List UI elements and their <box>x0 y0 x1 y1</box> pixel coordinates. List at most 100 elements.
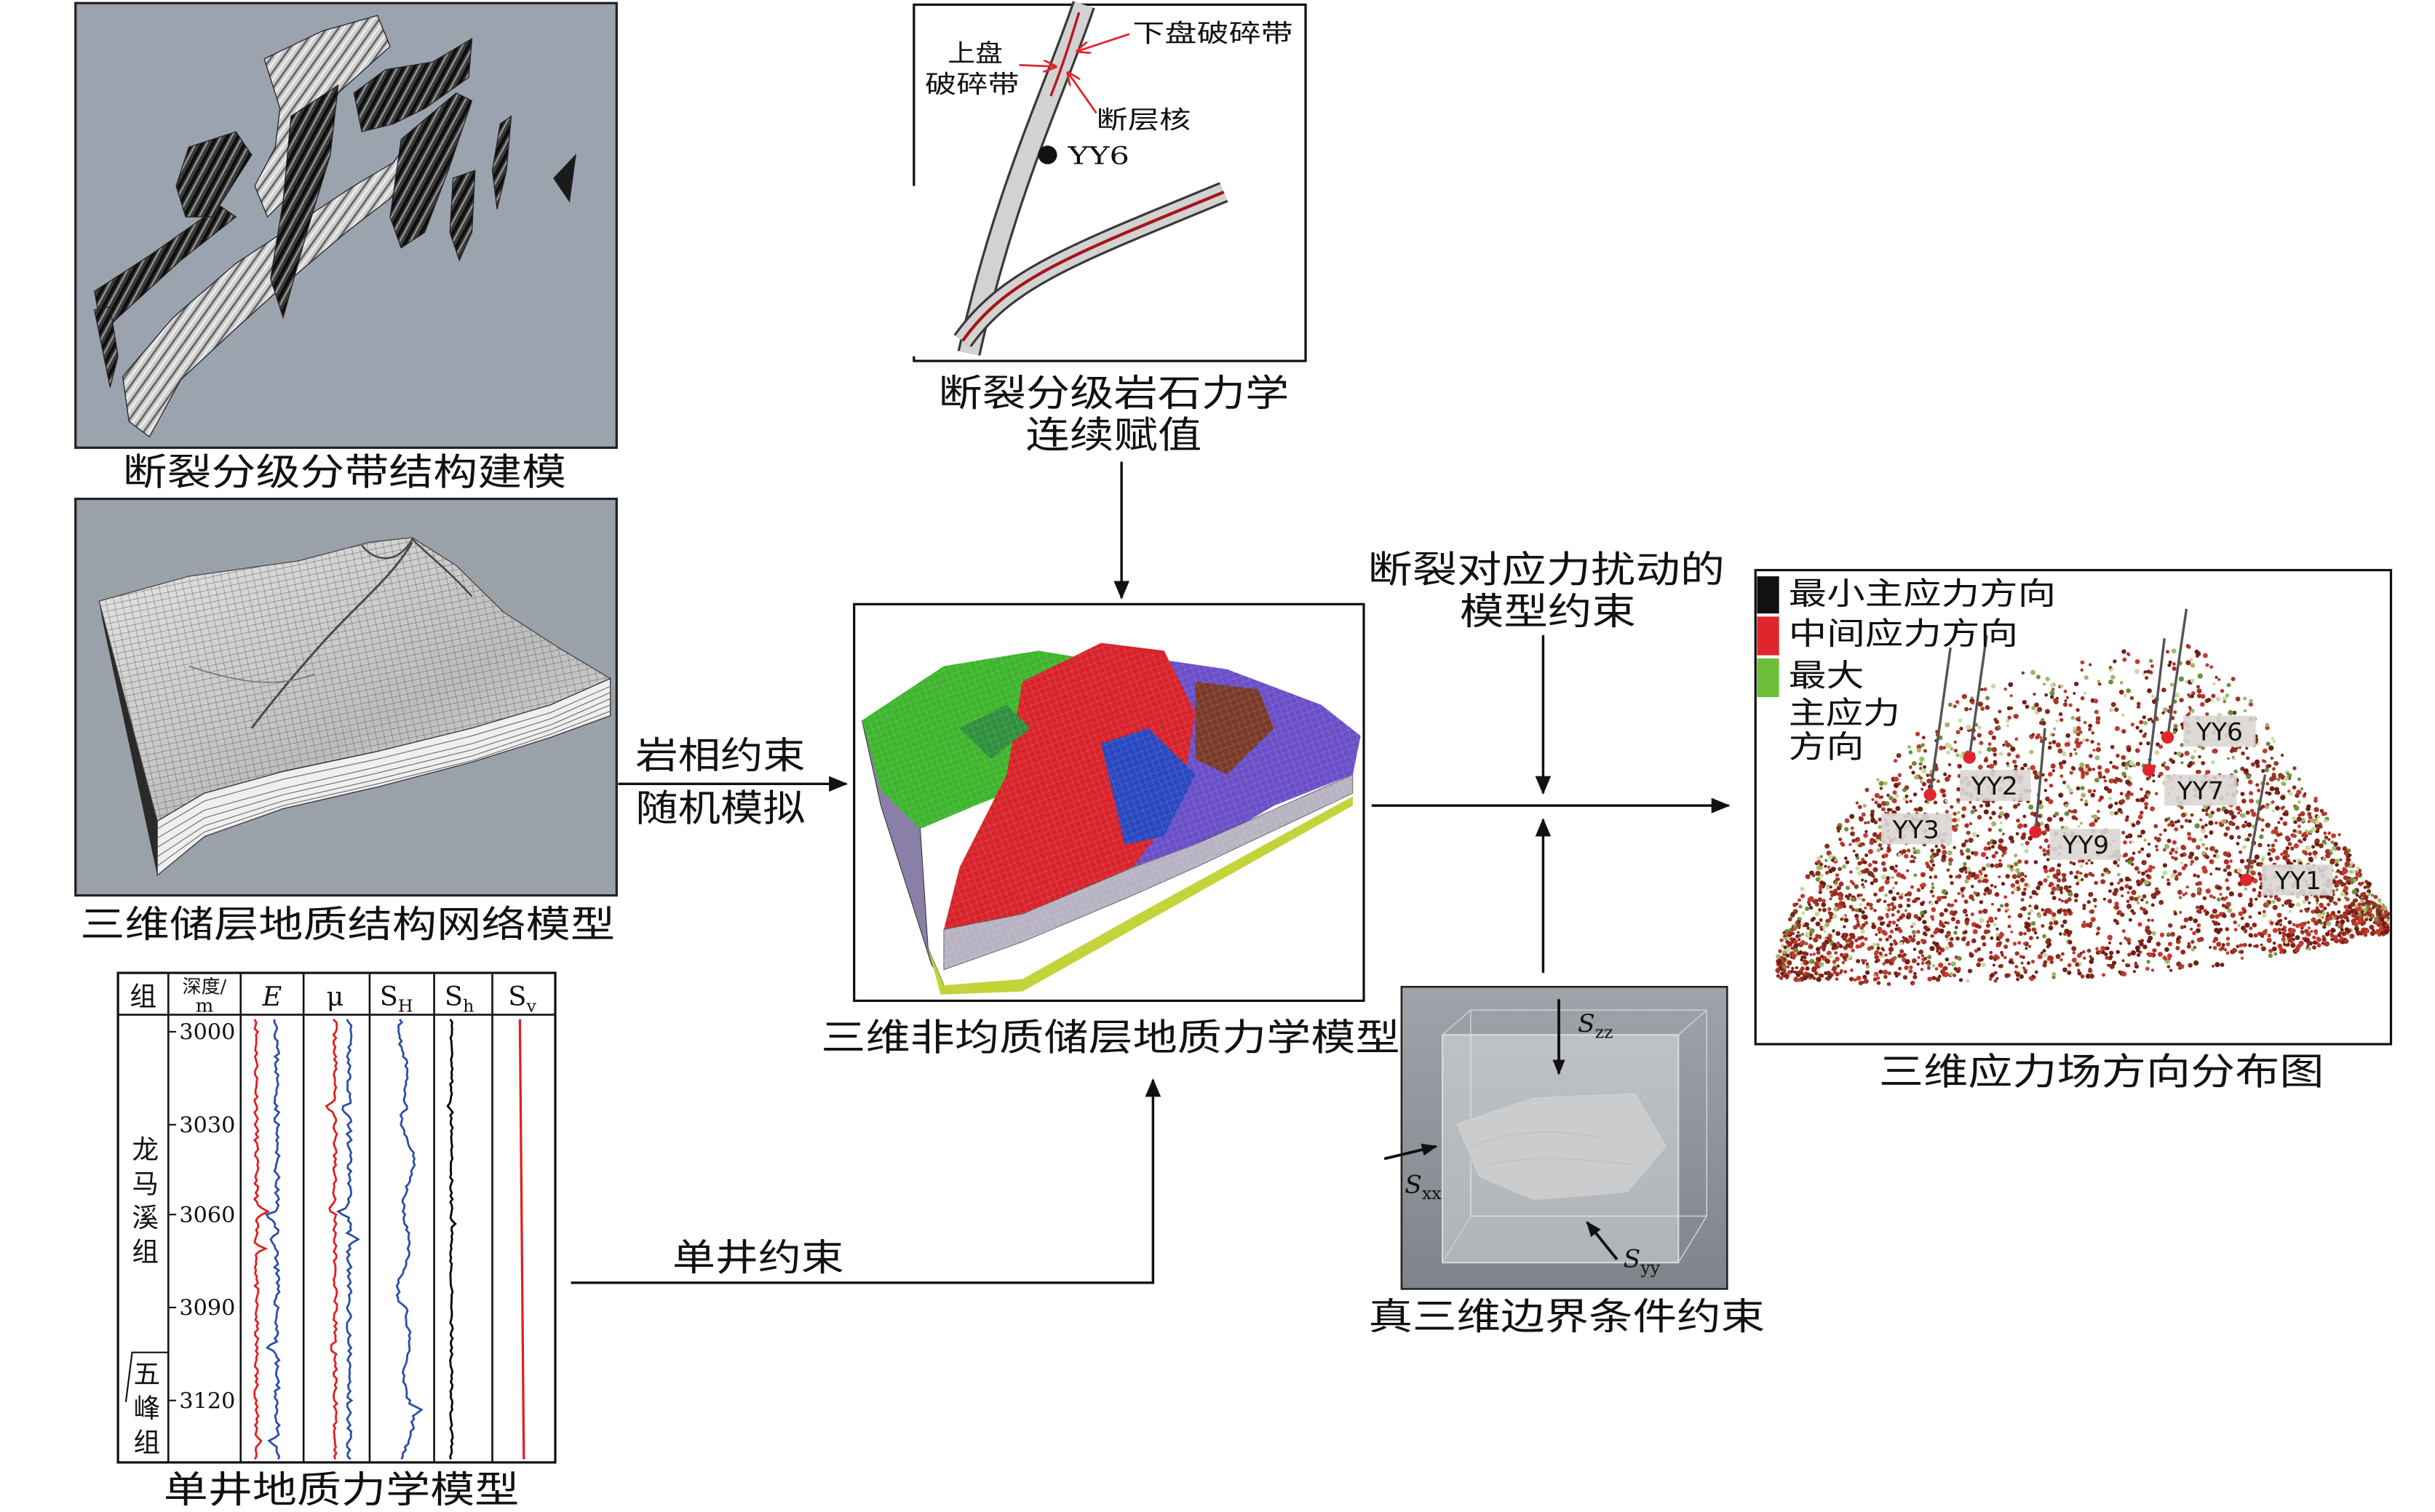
stress-point <box>1960 891 1963 895</box>
stress-point <box>2081 792 2086 798</box>
stress-point <box>2265 822 2271 828</box>
stress-point <box>1857 805 1862 809</box>
stress-point <box>1827 907 1832 912</box>
stress-point <box>2177 889 2182 895</box>
stress-point <box>2271 848 2276 854</box>
stress-point <box>1834 902 1839 907</box>
stress-point <box>1904 909 1907 912</box>
stress-point <box>2081 878 2084 881</box>
stress-point <box>2140 907 2144 910</box>
stress-point <box>2194 856 2199 861</box>
stress-point <box>2088 968 2093 974</box>
stress-point <box>1916 930 1920 934</box>
stress-point <box>2216 897 2221 902</box>
stress-point <box>1880 847 1883 851</box>
stress-point <box>2027 912 2031 916</box>
stress-point <box>2356 906 2361 912</box>
stress-point <box>1947 702 1953 707</box>
stress-point <box>2019 955 2023 958</box>
stress-point <box>2344 927 2349 932</box>
stress-point <box>1917 955 1920 959</box>
stress-point <box>2038 720 2043 725</box>
stress-point <box>1888 795 1894 800</box>
stress-point <box>2188 706 2192 709</box>
stress-point <box>2132 969 2137 974</box>
stress-point <box>2141 859 2147 866</box>
stress-point <box>1921 954 1924 958</box>
stress-point <box>2073 875 2078 880</box>
stress-point <box>2200 701 2205 707</box>
stress-point <box>2349 934 2355 939</box>
geomech-model-panel: 三维非均质储层地质力学模型 <box>821 602 1400 1059</box>
stress-point <box>2303 837 2307 842</box>
stress-point <box>2045 677 2050 682</box>
legend-swatch-min <box>1757 576 1779 614</box>
stress-point <box>2261 858 2265 862</box>
stress-point <box>1793 926 1798 930</box>
stress-point <box>2137 701 2141 706</box>
stress-point <box>1965 848 1971 854</box>
stress-point <box>2228 709 2233 715</box>
stress-point <box>1843 956 1846 960</box>
stress-point <box>2276 912 2282 918</box>
stress-point <box>2268 745 2274 751</box>
stress-point <box>2261 804 2265 809</box>
stress-point <box>2191 761 2196 765</box>
stress-point <box>2292 938 2295 942</box>
stress-point <box>2022 823 2027 828</box>
stress-point <box>2243 696 2247 701</box>
stress-point <box>1944 921 1947 925</box>
stress-point <box>1929 946 1935 952</box>
stress-point <box>2043 838 2049 843</box>
stress-point <box>2140 797 2145 803</box>
syy-arrow <box>1586 1221 1618 1261</box>
stress-point <box>2201 828 2206 834</box>
stress-point <box>1949 936 1954 942</box>
stress-point <box>1947 763 1952 767</box>
stress-point <box>2231 815 2235 819</box>
stress-point <box>2088 663 2092 667</box>
stress-point <box>1861 883 1864 887</box>
stress-point <box>2030 811 2035 816</box>
stress-point <box>1822 899 1826 903</box>
stress-point <box>2192 931 2196 936</box>
stress-point <box>1832 929 1835 933</box>
depth-header: 深度/ <box>183 976 227 998</box>
stress-point <box>2210 760 2215 765</box>
stress-point <box>2137 939 2141 943</box>
stress-point <box>1784 936 1788 941</box>
stress-point <box>1902 875 1907 880</box>
hanging-wall-pointer <box>1019 65 1056 66</box>
stress-point <box>1878 824 1883 829</box>
stress-point <box>1945 799 1949 803</box>
stress-point <box>2134 748 2140 753</box>
stress-point <box>2250 870 2256 876</box>
stress-point <box>2199 818 2203 821</box>
stress-point <box>2292 834 2297 838</box>
stress-point <box>1939 921 1945 927</box>
stress-point <box>1979 918 1985 923</box>
stress-point <box>2062 919 2067 924</box>
stress-point <box>1858 896 1862 901</box>
stress-point <box>2223 948 2228 952</box>
stress-point <box>1993 923 1997 927</box>
fault-zone-panel: 上盘 破碎带 下盘破碎带 断层核 YY6 断裂分级岩石力学 连续赋值 <box>912 1 1307 457</box>
stress-point <box>1957 763 1963 769</box>
stress-point <box>1894 881 1898 885</box>
stress-point <box>2236 805 2241 811</box>
stress-point <box>2272 767 2276 771</box>
stress-point <box>2061 751 2067 757</box>
stress-point <box>2034 702 2039 707</box>
stress-point <box>2353 915 2359 921</box>
stress-point <box>2340 891 2345 897</box>
stress-point <box>2022 814 2027 819</box>
stress-point <box>2121 755 2126 760</box>
stress-point <box>1846 943 1851 948</box>
stress-point <box>2286 854 2290 858</box>
stress-point <box>2013 862 2019 867</box>
stress-point <box>1854 853 1859 858</box>
stress-point <box>1958 867 1964 872</box>
stress-point <box>2190 755 2196 760</box>
stress-point <box>2135 820 2141 825</box>
